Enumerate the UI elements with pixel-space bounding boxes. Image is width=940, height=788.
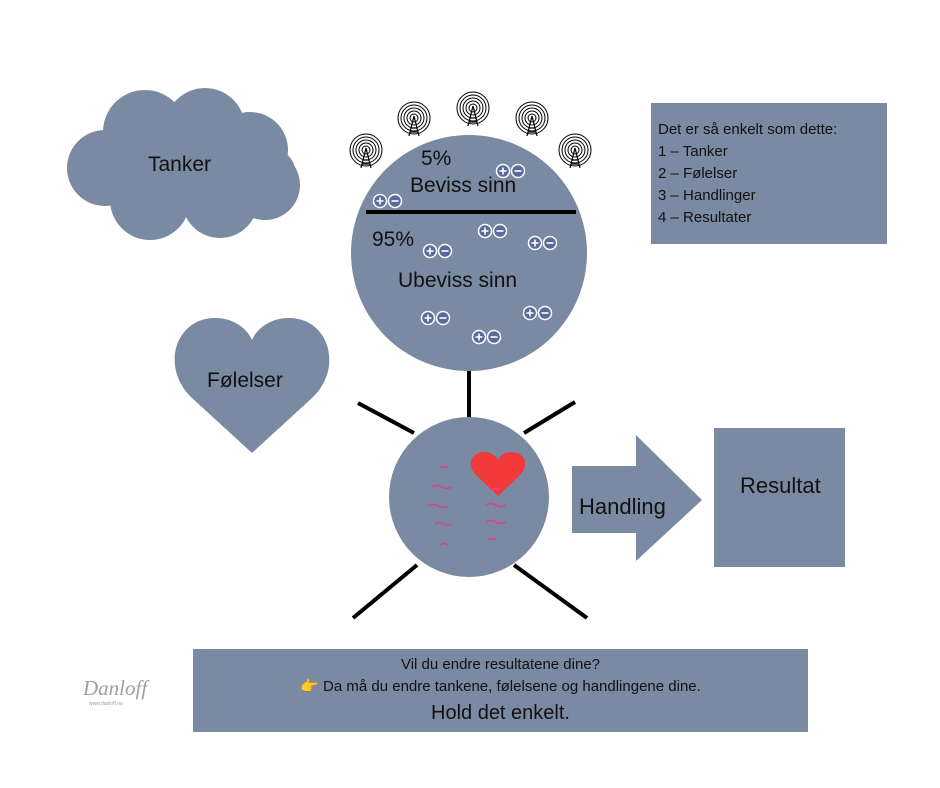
step-item: 2 – Følelser xyxy=(658,165,738,182)
result-box xyxy=(714,428,845,567)
bottom-answer: Da må du endre tankene, følelsene og han… xyxy=(323,678,701,695)
thought-cloud xyxy=(67,88,300,240)
step-item: 1 – Tanker xyxy=(658,143,728,160)
subconscious-label: Ubeviss sinn xyxy=(398,269,518,292)
steps-box: Det er så enkelt som dette: 1 – Tanker 2… xyxy=(651,103,887,244)
bottom-answer-line: 👉 Da må du endre tankene, følelsene og h… xyxy=(193,676,808,698)
energy-squiggles xyxy=(427,465,507,546)
step-item: 3 – Handlinger xyxy=(658,187,756,204)
logo: Danloff www.danloff.no xyxy=(83,676,171,712)
feelings-heart xyxy=(174,318,330,453)
step-item: 4 – Resultater xyxy=(658,209,752,226)
logo-text: Danloff xyxy=(83,676,148,700)
body-circle xyxy=(389,417,549,577)
mind-circle xyxy=(351,135,587,371)
feelings-label: Følelser xyxy=(207,369,283,392)
steps-title: Det er så enkelt som dette: xyxy=(658,121,838,138)
action-arrow xyxy=(572,435,702,561)
bottom-question: Vil du endre resultatene dine? xyxy=(400,656,601,673)
pointing-hand-icon: 👉 xyxy=(300,678,319,695)
connector-lines xyxy=(351,371,589,620)
action-label: Handling xyxy=(579,494,666,519)
heart-icon xyxy=(470,452,526,496)
subconscious-percent: 95% xyxy=(372,228,415,251)
conscious-percent: 5% xyxy=(421,147,452,170)
bottom-conclusion: Hold det enkelt. xyxy=(431,702,570,724)
bottom-message-box: Vil du endre resultatene dine? 👉 Da må d… xyxy=(193,649,808,732)
cloud-label: Tanker xyxy=(148,153,212,176)
result-label: Resultat xyxy=(740,473,821,498)
conscious-label: Beviss sinn xyxy=(410,174,517,197)
logo-subtext: www.danloff.no xyxy=(89,701,123,707)
